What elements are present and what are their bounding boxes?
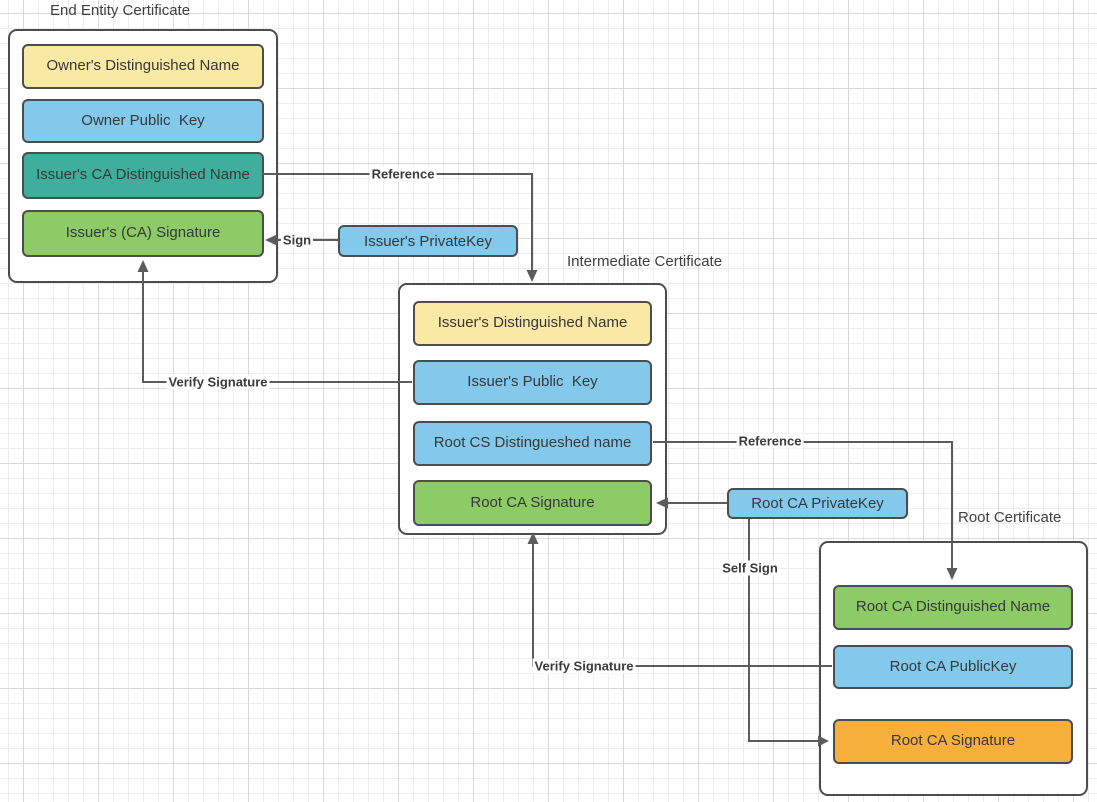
field-root-ca-publickey: Root CA PublicKey: [833, 645, 1073, 689]
end-entity-certificate-title: End Entity Certificate: [50, 2, 191, 19]
root-ca-privatekey-box: Root CA PrivateKey: [727, 488, 908, 519]
verify-signature-right-line: [532, 543, 832, 667]
field-root-cs-distingueshed-name: Root CS Distingueshed name: [413, 421, 652, 466]
field-issuers-public-key: Issuer's Public Key: [413, 360, 652, 405]
field-root-ca-distinguished-name: Root CA Distinguished Name: [833, 585, 1073, 630]
sign-label: Sign: [280, 232, 314, 248]
reference-top-label: Reference: [369, 166, 437, 182]
issuers-privatekey-box: Issuer's PrivateKey: [338, 225, 518, 257]
verify-signature-left-label: Verify Signature: [166, 374, 270, 390]
field-issuers-distinguished-name: Issuer's Distinguished Name: [413, 301, 652, 346]
self-sign-label: Self Sign: [720, 560, 780, 576]
field-issuers-ca-distinguished-name: Issuer's CA Distinguished Name: [22, 152, 264, 199]
field-owner-public-key: Owner Public Key: [22, 99, 264, 143]
field-owners-distinguished-name: Owner's Distinguished Name: [22, 44, 264, 89]
field-issuers-ca-signature: Issuer's (CA) Signature: [22, 210, 264, 257]
root-certificate-title: Root Certificate: [958, 509, 1062, 526]
intermediate-certificate-title: Intermediate Certificate: [567, 253, 723, 270]
field-root-ca-signature-root: Root CA Signature: [833, 719, 1073, 764]
verify-signature-left-line: [142, 272, 412, 383]
field-root-ca-signature-intermediate: Root CA Signature: [413, 480, 652, 526]
reference-top-arrowhead: [526, 270, 538, 282]
verify-signature-right-label: Verify Signature: [532, 658, 636, 674]
reference-bottom-label: Reference: [736, 433, 804, 449]
self-sign-line: [748, 519, 818, 742]
